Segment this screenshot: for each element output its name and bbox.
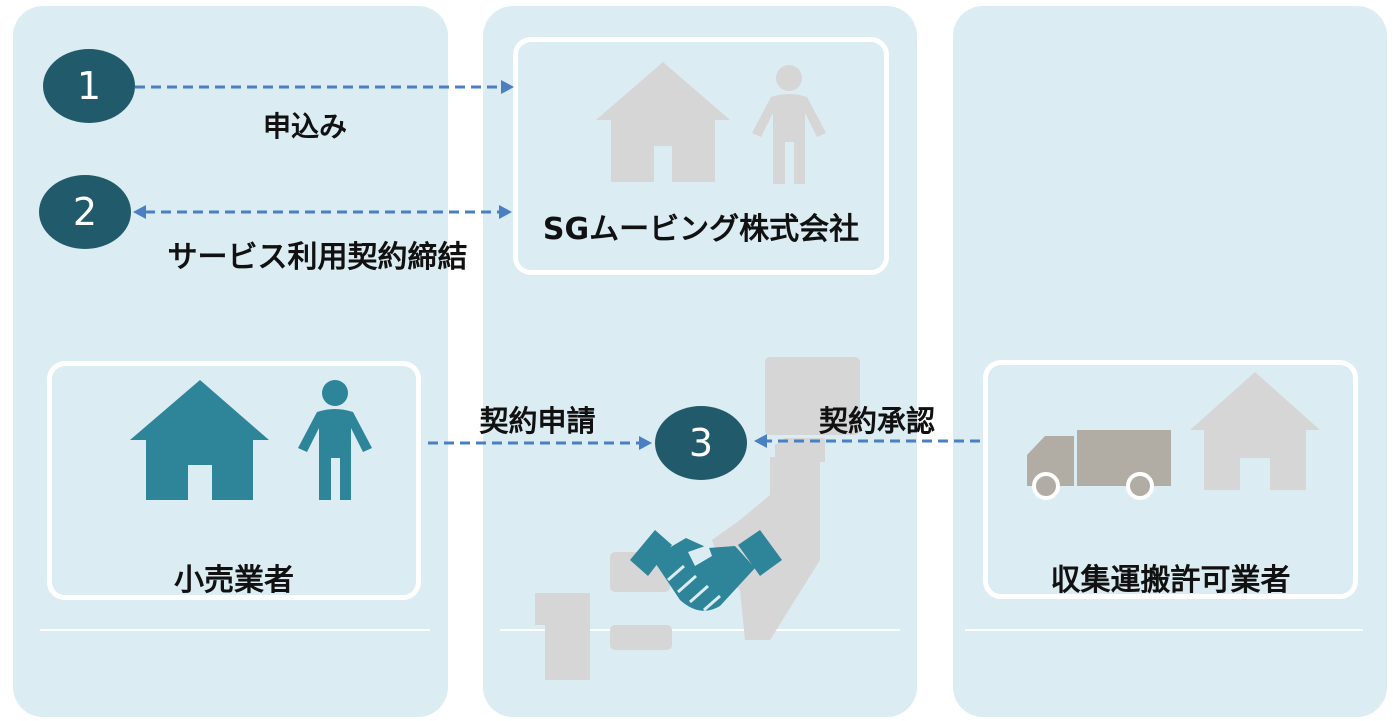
divider-left	[40, 629, 430, 631]
arrow-head-right	[639, 436, 652, 450]
arrow-head-left	[133, 205, 146, 219]
arrow-head-right	[499, 205, 512, 219]
divider-center	[500, 629, 900, 631]
retailer-card	[47, 361, 421, 600]
house-icon	[130, 380, 269, 500]
step-1-label: 申込み	[262, 110, 347, 143]
step-3-circle: 3	[655, 406, 747, 480]
person-icon	[752, 65, 826, 184]
collector-name: 収集運搬許可業者	[1050, 563, 1291, 598]
arrow-head-left	[754, 434, 767, 448]
person-icon	[298, 380, 372, 500]
approve-label: 契約承認	[818, 404, 935, 438]
step-2-circle: 2	[39, 175, 131, 249]
divider-right	[965, 629, 1363, 631]
step-1-circle: 1	[43, 49, 135, 123]
step-2-label: サービス利用契約締結	[167, 240, 468, 275]
company-name: SGムービング株式会社	[542, 212, 860, 247]
truck-icon	[1027, 430, 1171, 500]
apply-label: 契約申請	[479, 404, 596, 438]
collector-card	[983, 360, 1358, 599]
company-card	[513, 37, 889, 275]
arrow-head-right	[501, 80, 514, 94]
house-icon	[1190, 372, 1320, 490]
retailer-name: 小売業者	[174, 563, 294, 598]
house-icon	[596, 62, 730, 182]
